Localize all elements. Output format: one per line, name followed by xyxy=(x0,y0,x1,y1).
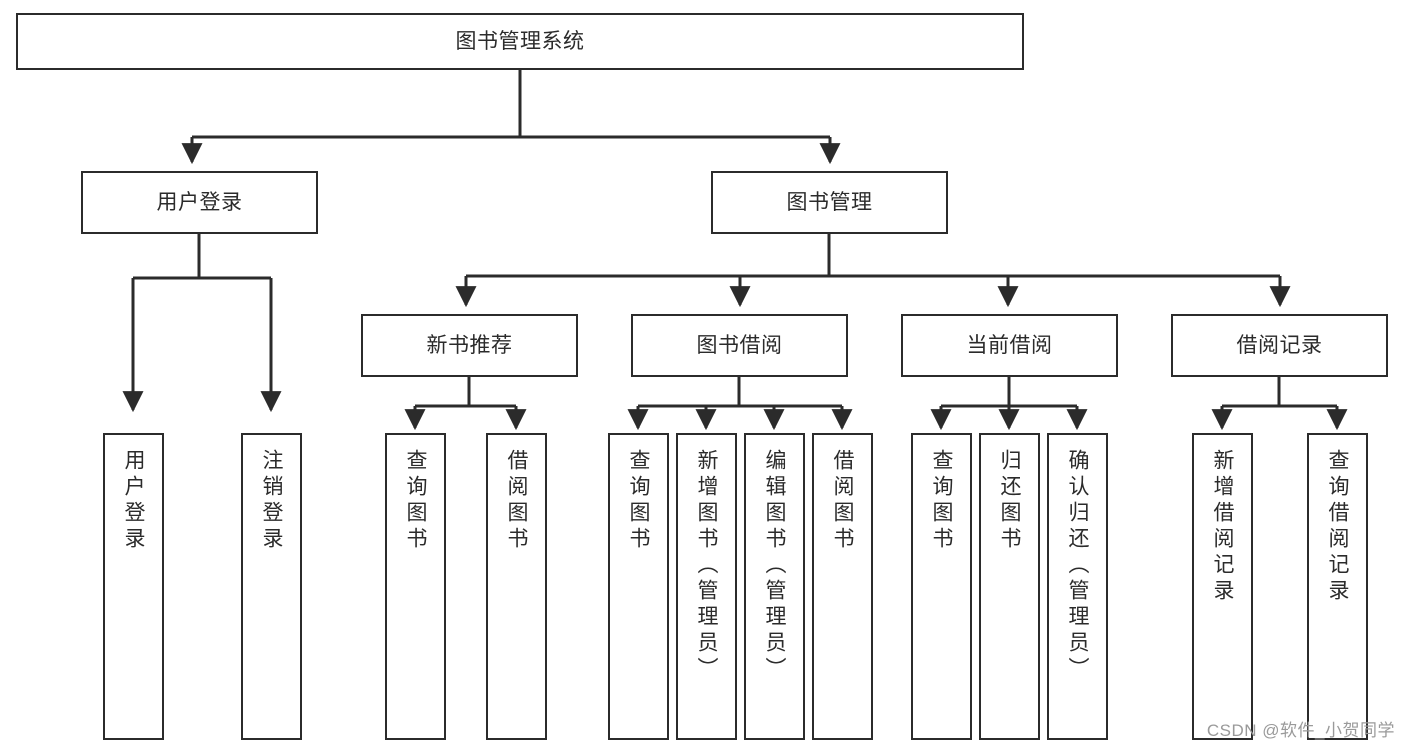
node-new-book-recommend[interactable]: 新书推荐 xyxy=(361,314,578,377)
node-leaf-query-book-1[interactable]: 查询图书 xyxy=(385,433,446,740)
node-leaf-add-book-admin[interactable]: 新增图书（管理员） xyxy=(676,433,737,740)
node-leaf-query-book-3[interactable]: 查询图书 xyxy=(911,433,972,740)
node-leaf-edit-book-admin-label: 编辑图书（管理员） xyxy=(763,449,786,683)
node-leaf-confirm-return-admin[interactable]: 确认归还（管理员） xyxy=(1047,433,1108,740)
node-leaf-query-borrow-record-label: 查询借阅记录 xyxy=(1326,449,1349,605)
node-leaf-query-book-3-label: 查询图书 xyxy=(930,449,953,553)
node-leaf-logout-login-label: 注销登录 xyxy=(260,449,283,553)
node-user-login[interactable]: 用户登录 xyxy=(81,171,318,234)
node-leaf-edit-book-admin[interactable]: 编辑图书（管理员） xyxy=(744,433,805,740)
node-borrow-record-label: 借阅记录 xyxy=(1236,333,1323,357)
node-current-borrow-label: 当前借阅 xyxy=(966,333,1053,357)
node-leaf-user-login[interactable]: 用户登录 xyxy=(103,433,164,740)
node-book-management[interactable]: 图书管理 xyxy=(711,171,948,234)
node-leaf-return-book-label: 归还图书 xyxy=(998,449,1021,553)
node-borrow-record[interactable]: 借阅记录 xyxy=(1171,314,1388,377)
node-leaf-query-book-2-label: 查询图书 xyxy=(627,449,650,553)
node-leaf-query-book-2[interactable]: 查询图书 xyxy=(608,433,669,740)
node-book-borrow[interactable]: 图书借阅 xyxy=(631,314,848,377)
node-leaf-return-book[interactable]: 归还图书 xyxy=(979,433,1040,740)
node-leaf-borrow-book-2[interactable]: 借阅图书 xyxy=(812,433,873,740)
node-book-borrow-label: 图书借阅 xyxy=(696,333,783,357)
node-leaf-borrow-book-1[interactable]: 借阅图书 xyxy=(486,433,547,740)
watermark-text: CSDN @软件_小贺同学 xyxy=(1206,721,1395,740)
node-leaf-user-login-label: 用户登录 xyxy=(122,449,145,553)
node-root-label: 图书管理系统 xyxy=(455,29,585,53)
node-leaf-query-borrow-record[interactable]: 查询借阅记录 xyxy=(1307,433,1368,740)
node-leaf-add-borrow-record-label: 新增借阅记录 xyxy=(1211,449,1234,605)
node-leaf-logout-login[interactable]: 注销登录 xyxy=(241,433,302,740)
node-current-borrow[interactable]: 当前借阅 xyxy=(901,314,1118,377)
node-leaf-confirm-return-admin-label: 确认归还（管理员） xyxy=(1066,449,1089,683)
node-leaf-borrow-book-1-label: 借阅图书 xyxy=(505,449,528,553)
node-book-management-label: 图书管理 xyxy=(786,190,873,214)
node-leaf-query-book-1-label: 查询图书 xyxy=(404,449,427,553)
node-root[interactable]: 图书管理系统 xyxy=(16,13,1024,70)
node-leaf-borrow-book-2-label: 借阅图书 xyxy=(831,449,854,553)
node-user-login-label: 用户登录 xyxy=(156,190,243,214)
node-leaf-add-borrow-record[interactable]: 新增借阅记录 xyxy=(1192,433,1253,740)
node-leaf-add-book-admin-label: 新增图书（管理员） xyxy=(695,449,718,683)
node-new-book-recommend-label: 新书推荐 xyxy=(426,333,513,357)
